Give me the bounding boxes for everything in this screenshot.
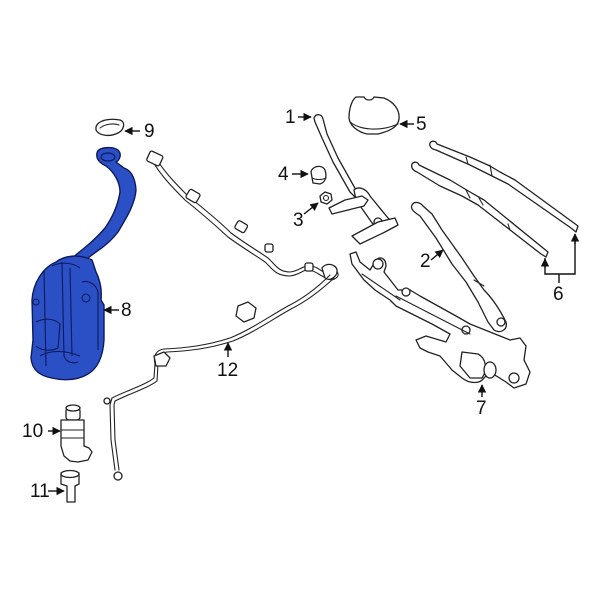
- callout-9[interactable]: 9: [144, 121, 155, 142]
- callout-11[interactable]: 11: [30, 481, 50, 502]
- callout-5[interactable]: 5: [416, 114, 427, 135]
- part-1-wiper-arm-left[interactable]: [313, 114, 399, 245]
- callout-10[interactable]: 10: [22, 421, 44, 442]
- callout-2[interactable]: 2: [420, 251, 431, 272]
- callout-7[interactable]: 7: [476, 398, 487, 419]
- part-12-washer-hose[interactable]: [103, 274, 335, 481]
- part-5-cover-cap[interactable]: [348, 96, 400, 135]
- part-11-grommet[interactable]: [60, 469, 80, 503]
- callout-8[interactable]: 8: [121, 300, 132, 321]
- part-6-wiper-blades[interactable]: [411, 140, 579, 258]
- wiring-harness: [146, 150, 339, 281]
- part-10-washer-pump[interactable]: [60, 404, 93, 463]
- callout-1[interactable]: 1: [285, 107, 296, 128]
- callout-3[interactable]: 3: [293, 210, 304, 231]
- callout-4[interactable]: 4: [278, 164, 289, 185]
- part-3-nut[interactable]: [319, 191, 333, 205]
- part-7-wiper-motor-linkage[interactable]: [349, 251, 531, 389]
- callout-6[interactable]: 6: [553, 284, 564, 305]
- part-8-washer-reservoir[interactable]: [30, 146, 137, 381]
- callout-12[interactable]: 12: [217, 360, 239, 381]
- part-4-nut-cap[interactable]: [310, 165, 327, 185]
- part-2-wiper-arm-right[interactable]: [410, 201, 507, 333]
- part-9-seal[interactable]: [95, 118, 125, 137]
